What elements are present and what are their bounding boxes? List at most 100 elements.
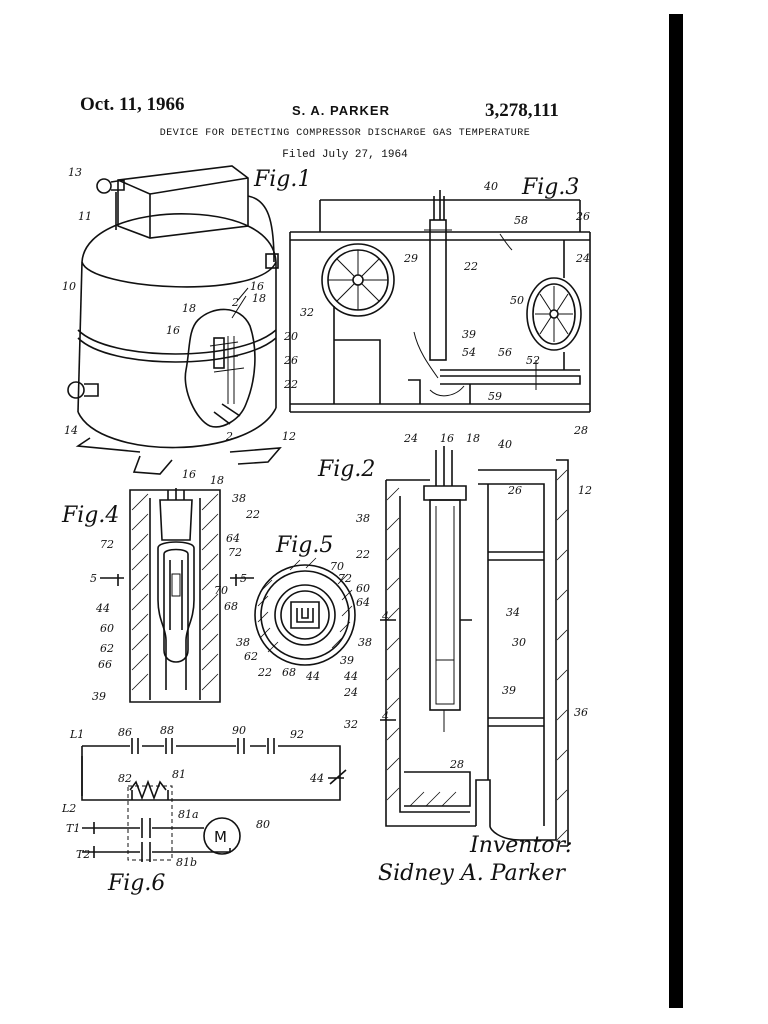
ref-64-fig5: 64 xyxy=(356,596,370,609)
ref-38-fig5: 38 xyxy=(236,636,250,649)
ref-82: 82 xyxy=(118,772,132,785)
ref-59: 59 xyxy=(488,390,502,403)
ref-22-fig4: 22 xyxy=(245,508,260,521)
ref-26-fig3: 26 xyxy=(575,210,590,223)
ref-44-fig6: 44 xyxy=(309,772,324,785)
ref-40-fig2: 40 xyxy=(497,438,512,451)
ref-18: 18 xyxy=(182,302,196,315)
fig-6-label: Fig.6 xyxy=(107,871,165,896)
ref-60-fig5: 60 xyxy=(356,582,370,595)
ref-36: 36 xyxy=(574,706,588,719)
ref-54: 54 xyxy=(462,346,476,359)
ref-48-fig4: 18 xyxy=(210,474,224,487)
ref-T1: T1 xyxy=(66,822,80,835)
ref-24-fig2: 24 xyxy=(403,432,418,445)
ref-38-fig2-top: 38 xyxy=(356,512,370,525)
fig-1-label: Fig.1 xyxy=(253,167,311,192)
ref-39-fig3: 39 xyxy=(462,328,476,341)
inventor-name: S. A. PARKER xyxy=(292,103,390,118)
ref-40-fig3: 40 xyxy=(483,180,498,193)
ref-58: 58 xyxy=(514,214,528,227)
ref-L2: L2 xyxy=(61,802,76,815)
ref-38-fig4: 38 xyxy=(232,492,246,505)
ref-5-fig4-left: 5 xyxy=(90,572,97,585)
ref-14: 14 xyxy=(64,424,78,437)
ref-L1: L1 xyxy=(69,728,84,741)
fig-2-label: Fig.2 xyxy=(317,457,375,482)
ref-T2: T2 xyxy=(76,848,90,861)
ref-28-fig3: 28 xyxy=(573,424,588,437)
ref-46-fig2: 16 xyxy=(440,432,454,445)
figure-6-circuit xyxy=(81,738,347,862)
ref-80: 80 xyxy=(256,818,270,831)
filed-date: Filed July 27, 1964 xyxy=(282,149,408,161)
ref-22-fig2: 22 xyxy=(355,548,370,561)
inventor-heading: Inventor: xyxy=(469,833,573,858)
figure-labels: Fig.1 Fig.3 Fig.2 Fig.4 Fig.5 Fig.6 xyxy=(61,167,579,896)
ref-60-fig4: 60 xyxy=(100,622,114,635)
ref-10: 10 xyxy=(62,280,76,293)
ref-32-fig2: 32 xyxy=(344,718,358,731)
ref-4-fig2-bottom: 4 xyxy=(381,710,389,723)
ref-44-fig4: 44 xyxy=(95,602,110,615)
ref-22-fig3: 22 xyxy=(463,260,478,273)
ref-88: 88 xyxy=(160,724,174,737)
reference-numerals: 13 11 10 18 16 2 16 18 20 26 22 14 2 12 … xyxy=(61,166,592,869)
patent-date: Oct. 11, 1966 xyxy=(80,94,185,115)
figure-1-compressor xyxy=(67,165,282,475)
ref-26-fig2: 26 xyxy=(507,484,522,497)
ref-90: 90 xyxy=(232,724,246,737)
ref-68-fig5: 68 xyxy=(282,666,296,679)
inventor-signature-name: Sidney A. Parker xyxy=(378,861,566,886)
ref-48-fig2: 18 xyxy=(466,432,480,445)
ref-2-fig1-top: 2 xyxy=(231,296,239,309)
inventor-signature: Inventor: Sidney A. Parker xyxy=(378,833,573,886)
ref-39-fig5: 39 xyxy=(340,654,354,667)
ref-50: 50 xyxy=(510,294,524,307)
ref-30: 30 xyxy=(512,636,526,649)
patent-number: 3,278,111 xyxy=(485,100,559,121)
ref-46-fig4: 16 xyxy=(182,468,196,481)
ref-12-fig1: 12 xyxy=(282,430,296,443)
ref-92: 92 xyxy=(290,728,304,741)
ref-16: 16 xyxy=(166,324,180,337)
ref-22-fig1: 22 xyxy=(283,378,298,391)
ref-44-fig2: 44 xyxy=(343,670,358,683)
ref-24-fig3: 24 xyxy=(575,252,590,265)
ref-81a: 81a xyxy=(178,808,199,821)
ref-72-fig4-left: 72 xyxy=(100,538,114,551)
ref-12-fig2: 12 xyxy=(578,484,592,497)
figure-2-sectional-view xyxy=(380,446,569,847)
ref-44-fig5: 44 xyxy=(305,670,320,683)
ref-32-fig3: 32 xyxy=(300,306,314,319)
fig-4-label: Fig.4 xyxy=(61,503,119,528)
ref-64-fig4: 64 xyxy=(226,532,240,545)
fig-3-label: Fig.3 xyxy=(521,175,579,200)
ref-4-fig2-top: 4 xyxy=(381,610,389,623)
ref-68-fig4: 68 xyxy=(224,600,238,613)
ref-26-fig1: 26 xyxy=(283,354,298,367)
ref-5-fig4-right: 5 xyxy=(240,572,247,585)
ref-11: 11 xyxy=(78,210,92,223)
figure-5-cross-section xyxy=(254,557,356,666)
ref-81b: 81b xyxy=(176,856,197,869)
ref-52: 52 xyxy=(526,354,540,367)
ref-38-fig2-mid: 38 xyxy=(358,636,372,649)
ref-72-fig5: 72 xyxy=(338,572,352,585)
ref-56: 56 xyxy=(498,346,512,359)
patent-title: DEVICE FOR DETECTING COMPRESSOR DISCHARG… xyxy=(159,128,531,139)
ref-62-fig4: 62 xyxy=(100,642,114,655)
scan-edge-bar xyxy=(669,14,683,1008)
ref-81: 81 xyxy=(172,768,186,781)
figure-4-probe-detail xyxy=(100,488,254,703)
ref-48-fig1: 18 xyxy=(252,292,266,305)
ref-72-fig4-right: 72 xyxy=(228,546,242,559)
ref-22-fig5: 22 xyxy=(257,666,272,679)
ref-39-fig4: 39 xyxy=(92,690,106,703)
ref-20: 20 xyxy=(283,330,298,343)
ref-29: 29 xyxy=(403,252,418,265)
ref-86: 86 xyxy=(118,726,132,739)
ref-62-fig5: 62 xyxy=(244,650,258,663)
